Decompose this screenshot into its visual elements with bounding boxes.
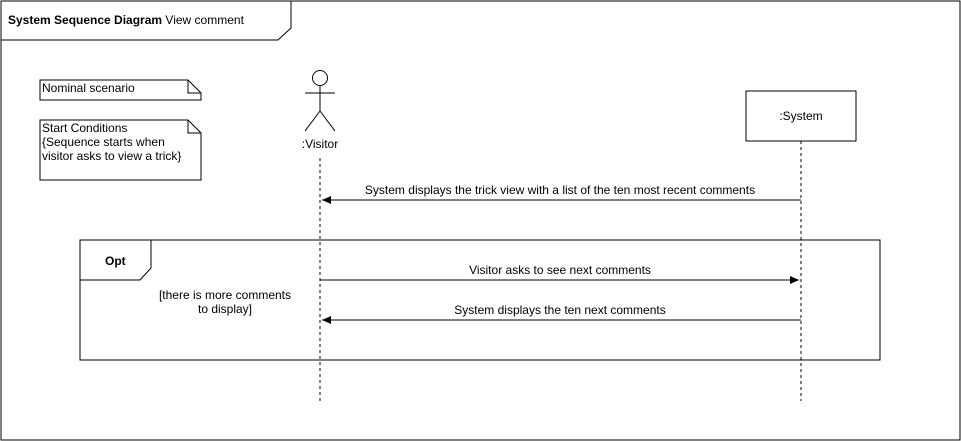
note-conditions-shape xyxy=(39,119,202,181)
note-scenario-text: Nominal scenario xyxy=(42,81,135,95)
opt-fragment-tab xyxy=(80,240,152,281)
frame-title: System Sequence Diagram View comment xyxy=(8,13,244,27)
frame-title-bold: System Sequence Diagram xyxy=(8,13,163,27)
frame-title-tab xyxy=(1,1,292,41)
visitor-label: :Visitor xyxy=(301,137,339,151)
message-3-label: System displays the ten next comments xyxy=(454,303,666,317)
opt-fragment-box xyxy=(79,239,881,361)
system-participant-box xyxy=(745,90,857,142)
system-label: :System xyxy=(779,109,823,123)
frame-title-rest: View comment xyxy=(165,13,244,27)
message-1-label: System displays the trick view with a li… xyxy=(364,183,756,197)
note-conditions-text: Start Conditions {Sequence starts when v… xyxy=(42,121,182,163)
note-conditions-fold xyxy=(187,120,201,134)
note-scenario-shape xyxy=(39,79,202,101)
opt-operator-label: Opt xyxy=(105,254,126,268)
message-2-label: Visitor asks to see next comments xyxy=(469,263,651,277)
note-scenario-fold xyxy=(187,80,201,94)
visitor-actor-icon xyxy=(304,70,336,132)
opt-guard-label: [there is more comments to display] xyxy=(158,288,292,316)
